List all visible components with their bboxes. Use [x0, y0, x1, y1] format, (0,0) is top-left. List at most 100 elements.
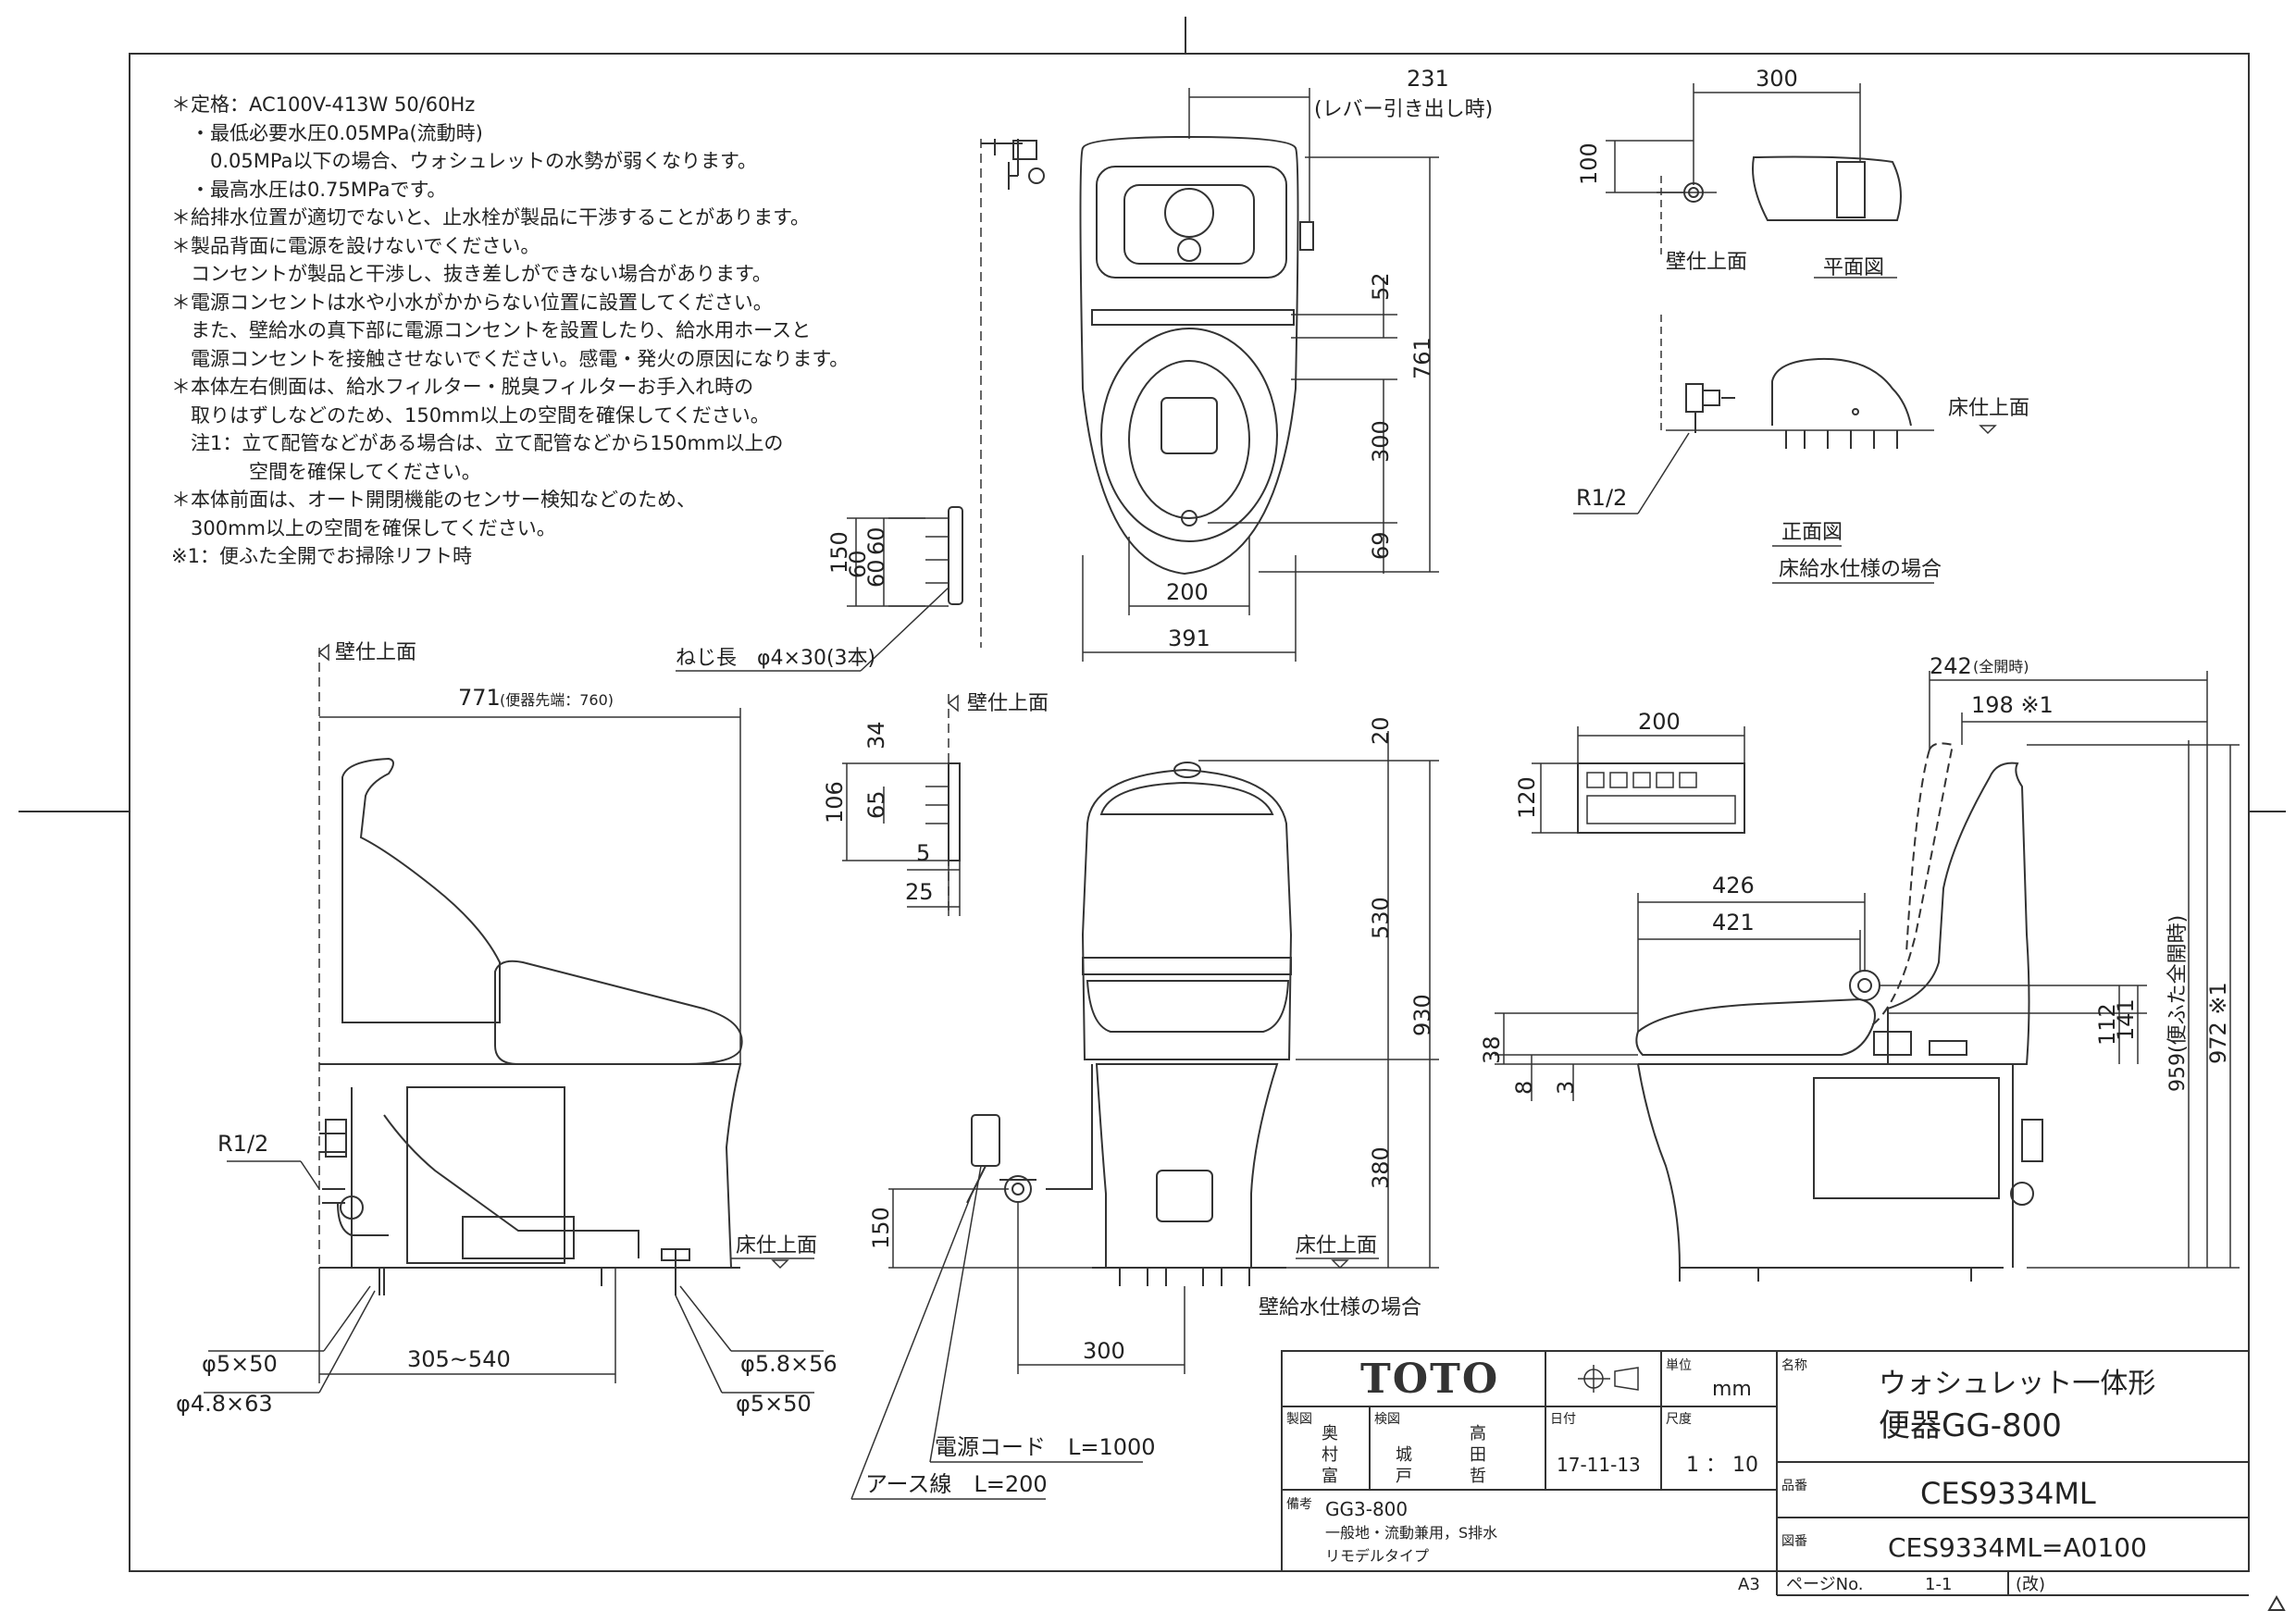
spec-note-line: ＊製品背面に電源を設けないでください。: [171, 234, 540, 257]
sheet-border: [129, 53, 2250, 1572]
front-view: [966, 762, 1293, 1286]
remote-panel: [1532, 726, 1745, 834]
screw-label: ねじ長 φ4×30(3本): [676, 647, 875, 670]
side-floor-label: 床仕上面: [736, 1234, 817, 1258]
small-plan-dim-100: 100: [1576, 142, 1602, 185]
front-view-dims: [850, 731, 1439, 1500]
page-number: 1-1: [1925, 1575, 1952, 1594]
remote-side-dim-25: 25: [905, 879, 934, 905]
small-front-view: [1573, 315, 1997, 584]
right-dim-3: 3: [1553, 1081, 1579, 1095]
remote-dim-150: 150: [826, 531, 852, 574]
drawing-label: 図番: [1781, 1534, 1807, 1549]
checked-by-1: 高: [1470, 1424, 1486, 1443]
plan-dim-69: 69: [1368, 531, 1394, 560]
spec-note-line: 0.05MPa以下の場合、ウォシュレットの水勢が弱くなります。: [171, 150, 757, 172]
fastener-phi5x50-left: φ5×50: [202, 1351, 278, 1377]
small-front-subcaption: 床給水仕様の場合: [1779, 558, 1942, 581]
small-plan-dims: [1606, 83, 1897, 279]
checked-label: 検図: [1374, 1412, 1400, 1427]
right-side-dims: [1495, 671, 2240, 1269]
drawn-by-2: 村: [1322, 1445, 1338, 1465]
side-dim-771-note: (便器先端：760): [500, 691, 614, 709]
drawing-number: CES9334ML=A0100: [1888, 1532, 2147, 1563]
checked-by-2: 城: [1396, 1445, 1412, 1465]
brand-logo: TOTO: [1360, 1356, 1499, 1403]
fastener-phi5x50-right: φ5×50: [736, 1391, 812, 1417]
revision-triangle: [2267, 1594, 2286, 1611]
plan-dim-200: 200: [1166, 579, 1209, 605]
right-dim-421: 421: [1712, 910, 1755, 935]
spec-note-line: ＊定格：AC100V-413W 50/60Hz: [171, 93, 476, 116]
plan-view: [980, 135, 1314, 648]
remote-dim-60c: 60: [863, 559, 889, 588]
date-label: 日付: [1550, 1412, 1576, 1427]
name-line1: ウォシュレット一体形: [1879, 1368, 2155, 1400]
plan-dim-231: 231: [1407, 66, 1449, 92]
unit-value: mm: [1712, 1378, 1752, 1401]
side-dim-771: 771: [458, 685, 501, 711]
panel-dim-200: 200: [1638, 709, 1681, 735]
plan-dim-391: 391: [1168, 626, 1210, 651]
remote-side-dim-106: 106: [822, 781, 848, 824]
remote-front: [676, 506, 963, 672]
checked-by-3: 田: [1470, 1445, 1486, 1465]
small-plan-wall-label: 壁仕上面: [1666, 251, 1747, 274]
side-wall-label: 壁仕上面: [335, 641, 416, 664]
spec-note-line: ＊本体左右側面は、給水フィルター・脱臭フィルターお手入れ時の: [171, 376, 754, 398]
name-line2: 便器GG-800: [1879, 1407, 2062, 1444]
fastener-phi58x56: φ5.8×56: [740, 1351, 838, 1377]
part-number: CES9334ML: [1920, 1476, 2096, 1511]
remote-side-wall-label: 壁仕上面: [967, 692, 1049, 715]
spec-note-line: ※1：便ふた全開でお掃除リフト時: [171, 545, 472, 567]
spec-note-line: 電源コンセントを接触させないでください。感電・発火の原因になります。: [171, 347, 850, 370]
front-dim-20: 20: [1368, 716, 1394, 745]
spec-note-line: 300mm以上の空間を確保してください。: [171, 516, 556, 539]
page-label: ページNo.: [1786, 1575, 1864, 1594]
right-dim-141: 141: [2113, 998, 2139, 1041]
spec-note-line: ＊電源コンセントは水や小水がかからない位置に設置してください。: [171, 291, 773, 314]
checked-by-4: 戸: [1396, 1467, 1412, 1486]
right-dim-38: 38: [1479, 1035, 1505, 1064]
drawn-by-1: 奥: [1322, 1424, 1338, 1443]
remarks-2: 一般地・流動兼用，S排水: [1325, 1524, 1497, 1542]
remote-side-dim-5: 5: [916, 840, 930, 866]
right-dim-972: 972 ※1: [2205, 982, 2231, 1064]
spec-note-line: ＊給排水位置が適切でないと、止水栓が製品に干渉することがあります。: [171, 206, 811, 229]
plan-dim-52: 52: [1368, 272, 1394, 301]
front-dim-530: 530: [1368, 897, 1394, 939]
remarks-label: 備考: [1286, 1497, 1312, 1512]
earth-wire-label: アース線 L=200: [865, 1471, 1048, 1497]
drawn-by-3: 富: [1322, 1467, 1338, 1486]
spec-note-line: ・最高水圧は0.75MPaです。: [171, 178, 447, 201]
remote-side: [842, 694, 961, 916]
right-dim-198: 198 ※1: [1971, 692, 2054, 718]
side-view-dims: [204, 643, 824, 1394]
front-floor-label: 床仕上面: [1296, 1234, 1377, 1258]
side-dim-305-540: 305~540: [407, 1346, 511, 1372]
unit-label: 単位: [1666, 1358, 1692, 1373]
side-view: [318, 648, 743, 1295]
right-dim-426: 426: [1712, 873, 1755, 898]
remarks-3: リモデルタイプ: [1325, 1547, 1429, 1565]
fastener-phi48x63: φ4.8×63: [176, 1391, 273, 1417]
date-value: 17-11-13: [1557, 1454, 1641, 1476]
title-block: [1281, 1350, 2250, 1596]
spec-note-line: ・最低必要水圧0.05MPa(流動時): [171, 121, 483, 144]
plan-dim-300: 300: [1368, 420, 1394, 463]
spec-note-line: 注1：立て配管などがある場合は、立て配管などから150mm以上の: [171, 432, 784, 454]
spec-note-line: また、壁給水の真下部に電源コンセントを設置したり、給水用ホースと: [171, 319, 812, 341]
right-dim-112: 112: [2094, 1003, 2120, 1046]
right-dim-242: 242: [1930, 653, 1972, 679]
power-cord-label: 電源コード L=1000: [935, 1434, 1156, 1460]
right-dim-8: 8: [1511, 1081, 1537, 1095]
front-dim-380: 380: [1368, 1146, 1394, 1189]
remote-dim-60a: 60: [863, 527, 889, 555]
right-dim-959: 959(便ふた全開時): [2166, 915, 2190, 1092]
drawn-label: 製図: [1286, 1412, 1312, 1427]
plan-view-dims: [1082, 88, 1439, 662]
front-dim-930: 930: [1409, 994, 1435, 1036]
scale-label: 尺度: [1666, 1412, 1692, 1427]
name-label: 名称: [1781, 1358, 1807, 1373]
